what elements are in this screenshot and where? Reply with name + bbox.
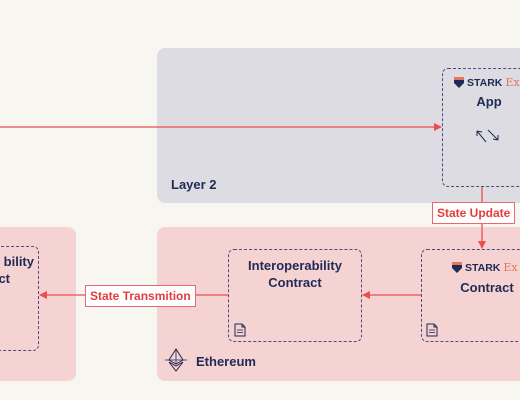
starkex-contract-box <box>421 249 520 342</box>
left-contract-line2: ct <box>0 271 10 286</box>
state-update-label: State Update <box>432 202 516 224</box>
ethereum-panel <box>157 227 520 381</box>
starkex-contract-logo-stark: STARK <box>465 261 501 274</box>
ethereum-icon <box>165 348 187 372</box>
layer2-panel <box>157 48 520 203</box>
starkex-contract-logo-ex: Ex <box>503 261 518 274</box>
layer2-label: Layer 2 <box>171 177 217 192</box>
interop-contract-line1: Interoperability <box>248 258 342 273</box>
app-label: App <box>476 94 502 109</box>
ethereum-label: Ethereum <box>196 354 256 369</box>
interoperability-contract-box <box>228 249 362 342</box>
stark-shield-icon <box>452 262 462 273</box>
document-icon <box>234 323 246 337</box>
state-transmition-label: State Transmition <box>85 285 196 307</box>
left-interoperability-contract-box <box>0 246 39 351</box>
left-contract-line1: bility <box>3 254 34 269</box>
interop-contract-line2: Contract <box>268 275 322 290</box>
starkex-logo-ex: Ex <box>505 76 520 89</box>
starkex-app-box <box>442 68 520 187</box>
starkex-contract-label: Contract <box>460 280 514 295</box>
swap-arrows-icon <box>476 129 499 143</box>
document-icon <box>426 323 438 337</box>
stark-shield-icon <box>454 77 464 88</box>
starkex-logo-stark: STARK <box>467 76 503 89</box>
